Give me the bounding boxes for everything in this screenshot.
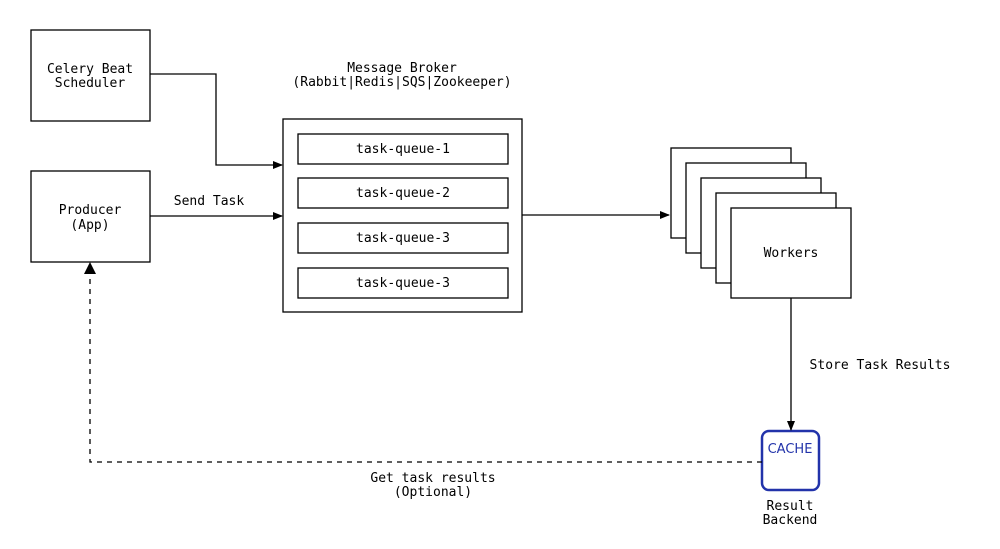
- arrowhead-icon: [84, 262, 96, 274]
- queue-item: task-queue-3: [297, 267, 509, 299]
- message-broker-node: task-queue-1 task-queue-2 task-queue-3 t…: [282, 118, 523, 313]
- queue-item: task-queue-1: [297, 133, 509, 165]
- cache-label: CACHE: [768, 442, 813, 457]
- scheduler-label-line1: Celery Beat: [47, 62, 133, 77]
- celery-beat-scheduler-node: Celery Beat Scheduler: [30, 29, 151, 122]
- producer-node: Producer (App): [30, 170, 151, 263]
- result-backend-caption-line2: Backend: [763, 513, 818, 528]
- result-backend-caption-line1: Result: [767, 499, 814, 514]
- edge-cache-to-producer: [89, 264, 762, 463]
- send-task-label: Send Task: [174, 194, 245, 209]
- queue-label: task-queue-2: [356, 186, 450, 201]
- cache-icon: [760, 429, 821, 492]
- queue-label: task-queue-1: [356, 142, 450, 157]
- queue-item: task-queue-3: [297, 222, 509, 254]
- producer-label-line1: Producer: [59, 203, 122, 218]
- workers-node: Workers: [670, 147, 852, 299]
- edge-scheduler-to-broker: [150, 73, 283, 169]
- scheduler-label-line2: Scheduler: [55, 76, 126, 91]
- get-results-label-line2: (Optional): [394, 485, 472, 500]
- workers-label: Workers: [764, 246, 819, 261]
- store-results-label: Store Task Results: [810, 358, 951, 373]
- queue-label: task-queue-3: [356, 276, 450, 291]
- get-results-label-line1: Get task results: [370, 471, 495, 486]
- producer-label-line2: (App): [70, 218, 109, 233]
- broker-subtitle: (Rabbit|Redis|SQS|Zookeeper): [292, 75, 511, 90]
- queue-item: task-queue-2: [297, 177, 509, 209]
- queue-label: task-queue-3: [356, 231, 450, 246]
- broker-title: Message Broker: [347, 61, 457, 76]
- result-backend-node: CACHE Result Backend: [760, 429, 821, 528]
